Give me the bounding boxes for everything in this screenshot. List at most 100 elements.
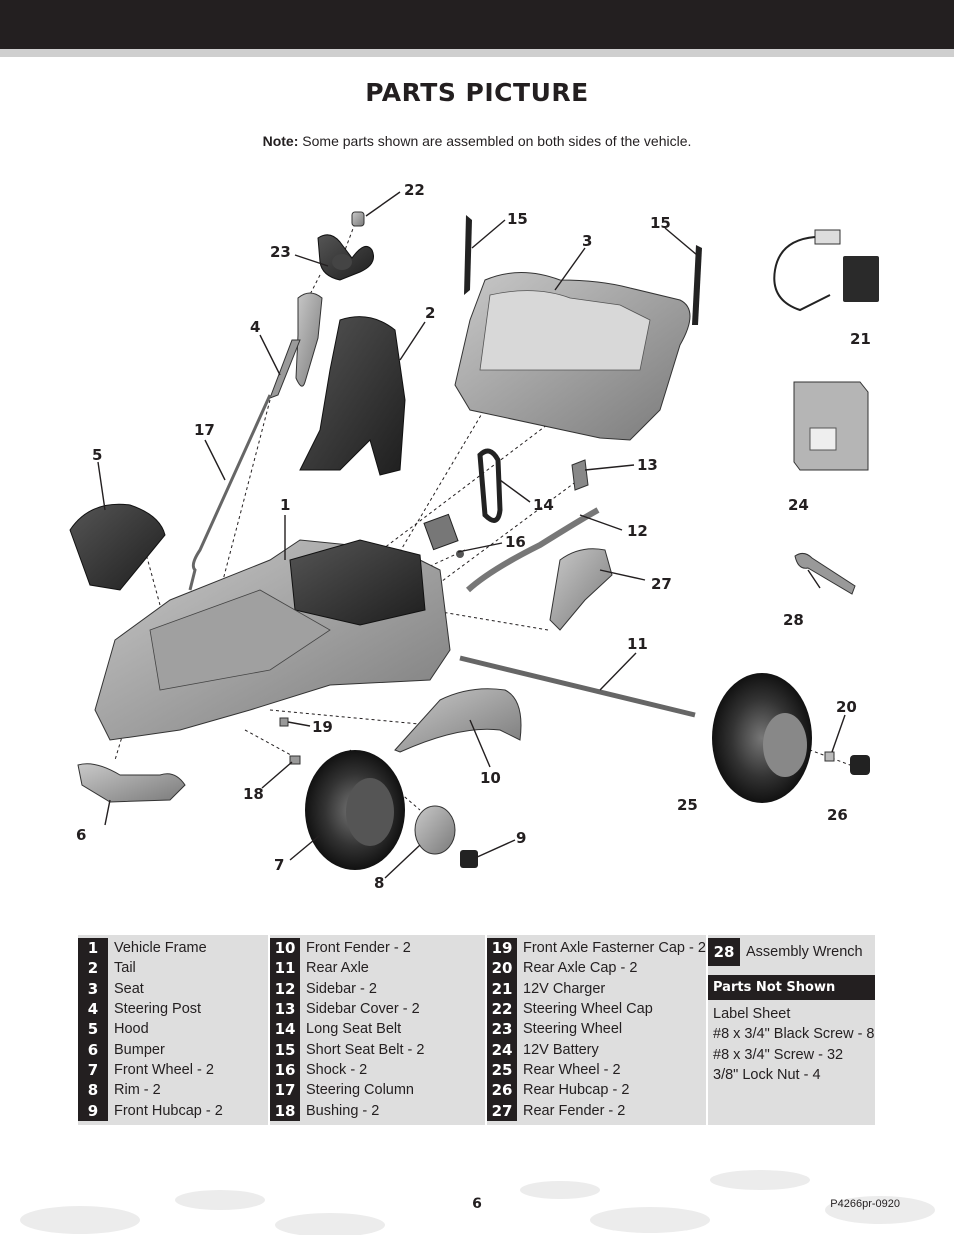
callout-3: 3 — [582, 232, 592, 250]
part-number: 7 — [78, 1059, 108, 1081]
part-number: 22 — [487, 998, 517, 1020]
part-number: 10 — [270, 938, 300, 959]
part-name: Bushing - 2 — [306, 1102, 380, 1119]
part-row: 8 Rim - 2 — [78, 1080, 268, 1101]
part-name: Rear Wheel - 2 — [523, 1061, 621, 1078]
callout-25: 25 — [677, 796, 698, 814]
leader-lines — [97, 191, 846, 879]
part-number: 18 — [270, 1100, 300, 1121]
part-name: Vehicle Frame — [114, 940, 207, 957]
parts-not-shown-item: Label Sheet — [713, 1006, 791, 1023]
part-name: Front Wheel - 2 — [114, 1061, 214, 1078]
part-number: 13 — [270, 998, 300, 1020]
part-row: 26 Rear Hubcap - 2 — [487, 1080, 706, 1101]
part-name: Steering Wheel Cap — [523, 1001, 653, 1018]
part-name: 12V Battery — [523, 1041, 599, 1058]
part-number: 11 — [270, 958, 300, 979]
part-name: Rear Axle Cap - 2 — [523, 960, 638, 977]
note-text: Note: Some parts shown are assembled on … — [0, 133, 954, 149]
callout-13: 13 — [637, 456, 658, 474]
steering-wheel-shape — [317, 234, 374, 281]
rear-axle-cap-shape — [824, 751, 835, 762]
callout-5: 5 — [92, 446, 102, 464]
callout-15-right: 15 — [650, 214, 671, 232]
part-row: 18 Bushing - 2 — [270, 1100, 485, 1121]
part-number: 12 — [270, 978, 300, 999]
part-number: 17 — [270, 1080, 300, 1101]
bushing-shape — [289, 755, 301, 765]
part-number: 9 — [78, 1100, 108, 1121]
part-name: Long Seat Belt — [306, 1021, 402, 1038]
parts-diagram: 22 23 15 3 15 4 2 21 17 5 13 24 1 14 12 … — [69, 181, 879, 892]
callout-2: 2 — [425, 304, 435, 322]
part-number: 28 — [708, 938, 740, 966]
part-name: Steering Column — [306, 1082, 414, 1099]
part-row: 24 12V Battery — [487, 1039, 706, 1060]
callout-21: 21 — [850, 330, 871, 348]
bumper-shape — [77, 763, 186, 803]
part-number: 27 — [487, 1100, 517, 1121]
callout-11: 11 — [627, 635, 648, 653]
callout-22: 22 — [404, 181, 425, 199]
callout-17: 17 — [194, 421, 215, 439]
part-number: 26 — [487, 1080, 517, 1101]
part-number: 21 — [487, 978, 517, 999]
vehicle-frame-shape — [94, 539, 451, 741]
part-number: 24 — [487, 1039, 517, 1060]
parts-not-shown-item: #8 x 3/4" Black Screw - 8 — [713, 1026, 875, 1043]
steering-wheel-cap-shape — [351, 211, 365, 227]
hood-shape — [69, 503, 166, 591]
short-seat-belt-left-shape — [464, 215, 472, 295]
callout-28: 28 — [783, 611, 804, 629]
callout-16: 16 — [505, 533, 526, 551]
note-body: Some parts shown are assembled on both s… — [298, 133, 692, 149]
part-name: Front Fender - 2 — [306, 940, 411, 957]
callout-20: 20 — [836, 698, 857, 716]
part-name: Rear Hubcap - 2 — [523, 1082, 630, 1099]
part-name: Rim - 2 — [114, 1082, 161, 1099]
rear-axle-shape — [459, 655, 696, 718]
part-name: Assembly Wrench — [746, 944, 863, 960]
parts-not-shown-heading: Parts Not Shown — [708, 975, 875, 1000]
rear-hubcap-shape — [850, 755, 870, 775]
seat-shape — [454, 272, 691, 441]
part-row: 7 Front Wheel - 2 — [78, 1059, 268, 1081]
part-number: 19 — [487, 938, 517, 959]
parts-not-shown-item: 3/8" Lock Nut - 4 — [713, 1067, 821, 1084]
part-row: 10 Front Fender - 2 — [270, 938, 485, 959]
part-name: Rear Fender - 2 — [523, 1102, 626, 1119]
callout-27: 27 — [651, 575, 672, 593]
part-number: 8 — [78, 1080, 108, 1101]
part-name: Steering Wheel — [523, 1021, 623, 1038]
part-row: 28 Assembly Wrench — [708, 938, 875, 966]
steering-column-shape — [188, 394, 272, 591]
parts-column-4: 28 Assembly Wrench Parts Not Shown Label … — [708, 935, 875, 1125]
sidebar-shape — [465, 507, 600, 593]
part-row: 17 Steering Column — [270, 1080, 485, 1101]
steering-post-shape — [269, 292, 323, 399]
page-title: PARTS PICTURE — [365, 78, 589, 107]
part-row: 27 Rear Fender - 2 — [487, 1100, 706, 1121]
part-name: Sidebar - 2 — [306, 980, 377, 997]
callout-15: 15 — [507, 210, 528, 228]
part-name: Seat — [114, 980, 144, 997]
callout-labels: 22 23 15 3 15 4 2 21 17 5 13 24 1 14 12 … — [76, 181, 871, 892]
long-seat-belt-shape — [477, 448, 503, 523]
